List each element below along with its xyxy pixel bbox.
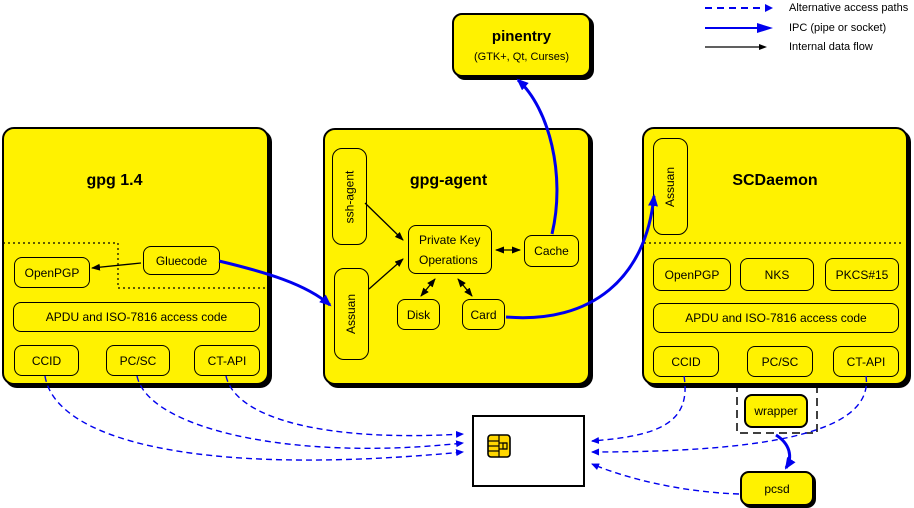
scdaemon-pkcs15-node: PKCS#15 xyxy=(825,258,899,291)
node-label: CT-API xyxy=(207,353,247,368)
smartcard xyxy=(472,415,585,487)
node-label: Assuan xyxy=(663,166,678,207)
smartcard-chip-icon xyxy=(487,434,511,458)
node-label: APDU and ISO-7816 access code xyxy=(685,311,867,325)
dashed-arrow-icon xyxy=(705,4,773,12)
ipc-wrapper-to-pcsd xyxy=(775,433,796,470)
legend-label: IPC (pipe or socket) xyxy=(789,22,887,34)
node-label: Card xyxy=(470,307,497,322)
gpg14-ctapi-node: CT-API xyxy=(194,345,260,376)
gpg14-apdu-node: APDU and ISO-7816 access code xyxy=(13,302,260,332)
legend-label: Alternative access paths xyxy=(789,2,909,14)
pinentry-subtitle: (GTK+, Qt, Curses) xyxy=(473,51,570,63)
node-label: CCID xyxy=(31,353,62,368)
node-label: APDU and ISO-7816 access code xyxy=(45,310,228,324)
gpg14-openpgp-node: OpenPGP xyxy=(14,257,90,288)
alt-gpg14-ccid-to-card xyxy=(44,375,464,461)
alt-scdaemon-ctapi-to-card xyxy=(591,375,868,456)
internal-flow-arrow-icon xyxy=(705,44,767,50)
gpg-agent-cache-node: Cache xyxy=(524,235,579,267)
node-label: OpenPGP xyxy=(664,267,720,282)
gpg14-box: gpg 1.4 OpenPGP Gluecode APDU and ISO-78… xyxy=(2,127,269,385)
gpg-agent-assuan-node: Assuan xyxy=(334,268,369,360)
node-label: Cache xyxy=(534,244,569,258)
node-label: Disk xyxy=(406,307,431,322)
scdaemon-box: SCDaemon Assuan OpenPGP NKS PKCS#15 APDU… xyxy=(642,127,908,385)
pinentry-title: pinentry xyxy=(491,28,552,45)
scdaemon-title: SCDaemon xyxy=(732,172,818,189)
node-label: Gluecode xyxy=(155,253,208,268)
alt-pcsd-to-card xyxy=(591,463,740,495)
ipc-arrow-icon xyxy=(705,23,773,33)
wrapper-node: wrapper xyxy=(744,394,808,428)
node-label: wrapper xyxy=(754,404,798,418)
gpg-agent-private-key-operations-node: Private Key Operations xyxy=(408,225,492,274)
node-label: ssh-agent xyxy=(342,170,357,223)
node-label: PC/SC xyxy=(761,354,799,369)
pinentry-box: pinentry (GTK+, Qt, Curses) xyxy=(452,13,591,77)
node-label: PKCS#15 xyxy=(835,267,889,282)
node-label: OpenPGP xyxy=(24,265,80,280)
legend-item-internal: Internal data flow xyxy=(705,41,873,53)
alt-scdaemon-ccid-to-card xyxy=(591,375,686,444)
legend-item-ipc: IPC (pipe or socket) xyxy=(705,22,886,34)
node-label: Assuan xyxy=(344,293,359,335)
gpg-agent-disk-node: Disk xyxy=(397,299,440,330)
pcsd-node: pcsd xyxy=(740,471,814,506)
scdaemon-apdu-node: APDU and ISO-7816 access code xyxy=(653,303,899,333)
scdaemon-ctapi-node: CT-API xyxy=(833,346,899,377)
gpg-agent-box: gpg-agent ssh-agent Assuan Private Key O… xyxy=(323,128,590,385)
node-label: PC/SC xyxy=(119,353,157,368)
node-label: pcsd xyxy=(764,481,790,496)
legend-item-alternative: Alternative access paths xyxy=(705,2,908,14)
legend-label: Internal data flow xyxy=(789,41,873,53)
node-label: CT-API xyxy=(846,354,886,369)
gpg14-ccid-node: CCID xyxy=(14,345,79,376)
gpg14-title: gpg 1.4 xyxy=(86,172,143,189)
scdaemon-assuan-node: Assuan xyxy=(653,138,688,235)
node-label: Private Key Operations xyxy=(419,232,481,267)
scdaemon-openpgp-node: OpenPGP xyxy=(653,258,731,291)
scdaemon-pcsc-node: PC/SC xyxy=(747,346,813,377)
scdaemon-ccid-node: CCID xyxy=(653,346,719,377)
gpg-agent-card-node: Card xyxy=(462,299,505,330)
gpg-agent-sshagent-node: ssh-agent xyxy=(332,148,367,245)
scdaemon-nks-node: NKS xyxy=(740,258,814,291)
alt-gpg14-pcsc-to-card xyxy=(136,375,464,450)
gpg-agent-title: gpg-agent xyxy=(409,172,488,189)
node-label: CCID xyxy=(671,354,701,369)
gpg14-pcsc-node: PC/SC xyxy=(106,345,170,376)
node-label: NKS xyxy=(764,267,790,282)
gpg14-gluecode-node: Gluecode xyxy=(143,246,220,275)
